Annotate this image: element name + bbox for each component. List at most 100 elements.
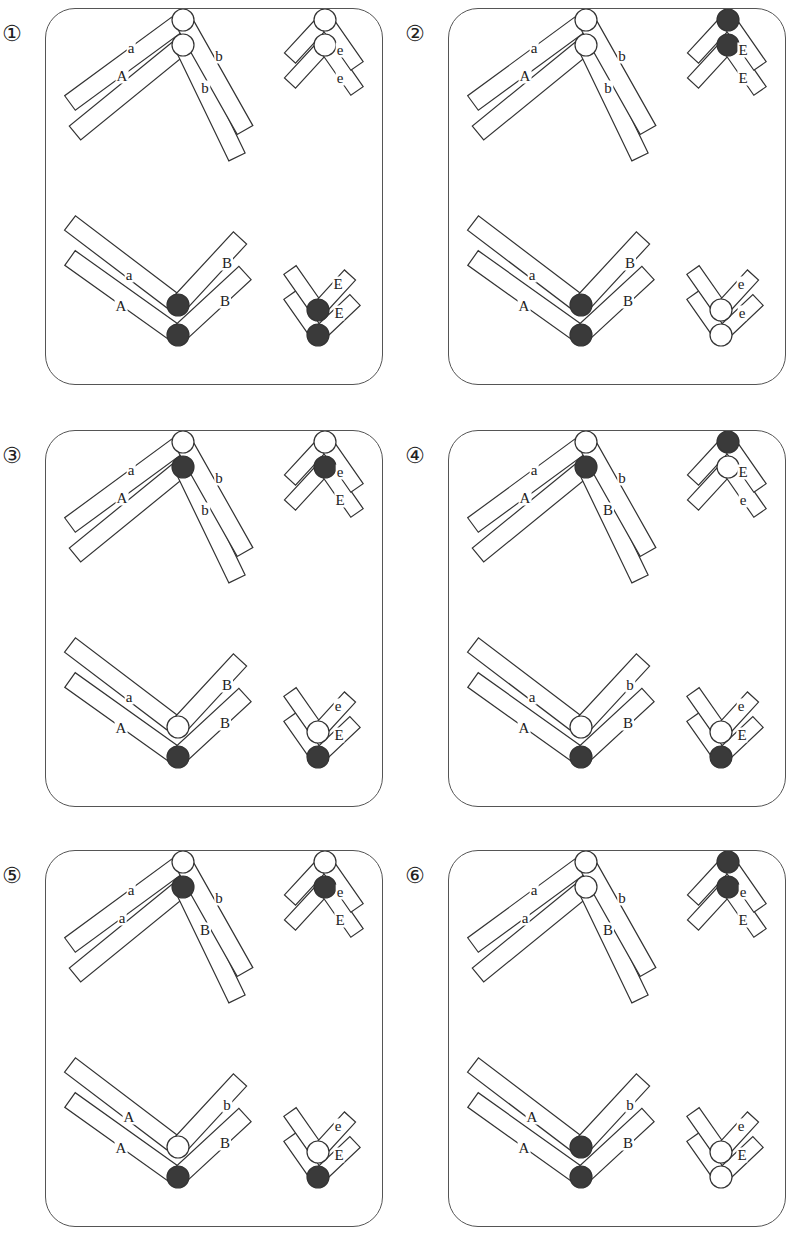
centromere [314, 431, 336, 453]
allele-label: a [530, 41, 539, 56]
centromere [710, 1166, 732, 1188]
allele-label: a [125, 268, 134, 283]
centromere [172, 431, 194, 453]
centromere [172, 9, 194, 31]
centromere [314, 876, 336, 898]
allele-label: b [214, 471, 224, 486]
allele-label: e [334, 699, 343, 714]
allele-label: B [624, 256, 636, 271]
chromatid-arm [65, 10, 192, 110]
chromosome-set [468, 851, 767, 1188]
allele-label: E [736, 1148, 747, 1163]
allele-label: E [333, 728, 344, 743]
allele-label: B [219, 294, 231, 309]
allele-label: e [334, 1119, 343, 1134]
chromosome-set [65, 431, 364, 768]
allele-label: A [518, 299, 531, 314]
allele-label: B [602, 503, 614, 518]
centromere [575, 431, 597, 453]
panel-box: ② [448, 8, 786, 385]
centromere [717, 456, 739, 478]
allele-label: b [603, 81, 613, 96]
allele-label: a [530, 883, 539, 898]
chromosome-set [468, 431, 767, 768]
allele-label: b [200, 81, 210, 96]
centromere [307, 299, 329, 321]
allele-label: b [214, 891, 224, 906]
panel-number: ⑥ [405, 865, 425, 887]
allele-label: e [739, 493, 748, 508]
chromatid-arm [468, 852, 595, 952]
allele-label: e [336, 43, 345, 58]
centromere [307, 1166, 329, 1188]
centromere [314, 9, 336, 31]
centromere [570, 716, 592, 738]
centromere [717, 431, 739, 453]
panel-box: ④ [448, 430, 786, 807]
centromere [172, 456, 194, 478]
centromere [307, 746, 329, 768]
centromere [710, 746, 732, 768]
allele-label: B [219, 716, 231, 731]
allele-label: e [737, 1119, 746, 1134]
allele-label: e [738, 306, 747, 321]
allele-label: e [737, 277, 746, 292]
allele-label: A [115, 299, 128, 314]
centromere [307, 721, 329, 743]
centromere [717, 9, 739, 31]
centromere [167, 1136, 189, 1158]
allele-label: B [622, 1136, 634, 1151]
panel-box: ⑥ [448, 850, 786, 1227]
allele-label: b [625, 1098, 635, 1113]
allele-label: E [334, 493, 345, 508]
centromere [717, 34, 739, 56]
panel-box: ③ [45, 430, 383, 807]
centromere [167, 324, 189, 346]
centromere [307, 324, 329, 346]
chromatid-arm [468, 432, 595, 532]
allele-label: a [125, 690, 134, 705]
chromosome-set [65, 9, 364, 346]
allele-label: a [521, 911, 530, 926]
allele-label: e [739, 885, 748, 900]
panel-number: ② [405, 23, 425, 45]
allele-label: B [221, 678, 233, 693]
allele-label: B [221, 256, 233, 271]
centromere [575, 9, 597, 31]
allele-label: B [219, 1136, 231, 1151]
centromere [717, 851, 739, 873]
panel-box: ① [45, 8, 383, 385]
centromere [167, 716, 189, 738]
allele-label: e [336, 71, 345, 86]
allele-label: E [333, 1148, 344, 1163]
allele-label: B [622, 716, 634, 731]
allele-label: A [115, 721, 128, 736]
allele-label: E [332, 277, 343, 292]
chromosome-set [65, 851, 364, 1188]
centromere [172, 876, 194, 898]
allele-label: A [115, 1141, 128, 1156]
allele-label: e [737, 699, 746, 714]
allele-label: a [127, 463, 136, 478]
panel-number: ④ [405, 445, 425, 467]
centromere [575, 851, 597, 873]
centromere [314, 34, 336, 56]
allele-label: a [528, 690, 537, 705]
allele-label: E [737, 71, 748, 86]
allele-label: E [737, 465, 748, 480]
panel-number: ⑤ [2, 865, 22, 887]
allele-label: b [617, 891, 627, 906]
panel-number: ① [2, 23, 22, 45]
allele-label: b [617, 49, 627, 64]
allele-label: e [336, 885, 345, 900]
centromere [314, 456, 336, 478]
centromere [172, 34, 194, 56]
centromere [575, 456, 597, 478]
allele-label: b [617, 471, 627, 486]
allele-label: A [123, 1110, 136, 1125]
centromere [570, 1166, 592, 1188]
allele-label: E [737, 913, 748, 928]
allele-label: B [602, 923, 614, 938]
allele-label: E [334, 913, 345, 928]
